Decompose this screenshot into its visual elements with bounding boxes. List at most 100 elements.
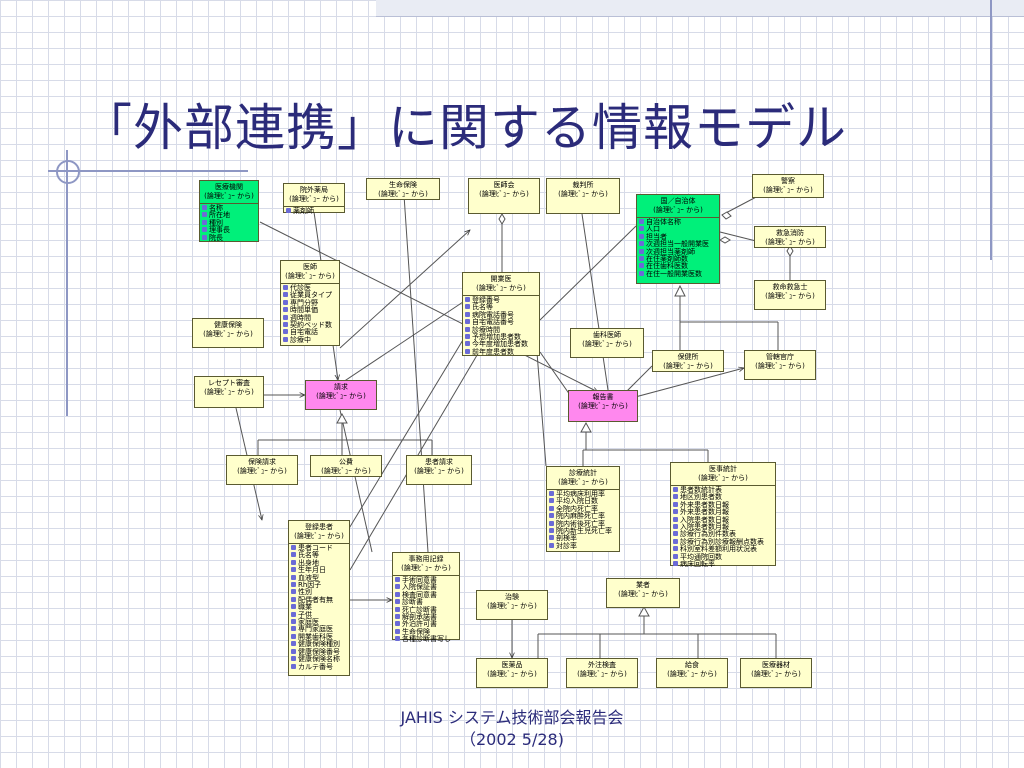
class-attribute: 健康保険種別	[291, 641, 347, 648]
class-attribute: 院内術後死亡率	[549, 520, 617, 528]
assoc-line	[403, 194, 429, 553]
class-attribute: 地区別患者数	[673, 494, 773, 501]
aggregation-diamond	[721, 211, 732, 220]
class-stereotype: (論理ﾋﾞｭｰ から)	[637, 206, 719, 218]
class-attribute: 平均入院日数	[549, 498, 617, 505]
class-stereotype: (論理ﾋﾞｭｰ から)	[765, 292, 815, 300]
assoc-line	[339, 409, 373, 553]
class-attribute: 前年度患者数	[465, 348, 537, 356]
attribute-label: 診療中	[290, 335, 311, 344]
class-name: 診療統計	[569, 469, 597, 477]
class-name: 医師	[303, 263, 317, 271]
class-stereotype: (論理ﾋﾞｭｰ から)	[671, 474, 775, 486]
class-attribute: 手術同意書	[395, 576, 457, 584]
attribute-label: 院内新生児死亡率	[556, 527, 612, 536]
attribute-label: 健康保険名称	[298, 655, 340, 664]
class-name: 患者請求	[425, 458, 453, 466]
class-attribute: 診療行為別件数表	[673, 531, 773, 538]
attribute-icon	[549, 505, 554, 511]
assoc-line	[259, 221, 598, 393]
attribute-label: 契約ベッド数	[290, 321, 332, 330]
attribute-label: 在住歯科医数	[646, 262, 688, 271]
class-hokensho: 保健所 (論理ﾋﾞｭｰ から)	[652, 350, 724, 372]
attribute-icon	[673, 553, 678, 559]
attribute-label: 平均病床利用率	[556, 490, 605, 498]
attribute-label: 専門分野	[290, 298, 318, 307]
footer-line-2: （2002 5/28)	[460, 730, 564, 749]
class-name: 保険請求	[248, 458, 276, 466]
assoc-line	[581, 213, 609, 391]
attribute-label: 患者コード	[298, 544, 333, 552]
attribute-icon	[202, 219, 207, 225]
class-name: 医師会	[493, 181, 515, 189]
assoc-line	[341, 319, 476, 541]
aggregation-diamond	[719, 236, 731, 244]
attribute-icon	[465, 311, 470, 317]
class-kankatsu: 管轄官庁 (論理ﾋﾞｭｰ から)	[744, 350, 816, 380]
class-kouhi: 公費 (論理ﾋﾞｭｰ から)	[310, 455, 382, 477]
class-seimei-hoken: 生命保険 (論理ﾋﾞｭｰ から)	[366, 178, 440, 200]
class-kyushoku: 給食 (論理ﾋﾞｭｰ から)	[656, 658, 728, 688]
class-attribute: 死亡診断書	[395, 606, 457, 614]
class-attribute: 所在地	[202, 212, 256, 219]
attribute-icon	[291, 656, 296, 662]
attribute-label: 生年月日	[298, 566, 326, 575]
attribute-label: 名称	[209, 204, 223, 212]
assoc-line	[719, 231, 761, 243]
class-stereotype: (論理ﾋﾞｭｰ から)	[289, 532, 349, 544]
class-stereotype: (論理ﾋﾞｭｰ から)	[393, 564, 459, 576]
attribute-label: 専門家庭医	[298, 625, 333, 634]
class-attribute: 剖検率	[549, 535, 617, 542]
class-attribute: 健康保険番号	[291, 648, 347, 656]
attribute-icon	[549, 498, 554, 504]
attribute-icon	[202, 234, 207, 240]
class-attribute: 配偶者有無	[291, 596, 347, 604]
class-ishi: 医師 (論理ﾋﾞｭｰ から) 代診医従業員タイプ専門分野時間単価週時間契約ベッド…	[280, 260, 340, 346]
relationship-lines	[235, 194, 794, 700]
attribute-label: 入院保証書	[402, 583, 437, 592]
class-attribute: 平均通院回数	[673, 553, 773, 561]
class-attribute: 出身地	[291, 559, 347, 567]
class-attribute: 自治体名称	[639, 218, 717, 226]
attribute-icon	[465, 334, 470, 340]
class-attribute: 外来患者数月報	[673, 509, 773, 516]
attribute-icon	[465, 341, 470, 347]
class-attribute: 契約ベッド数	[283, 321, 337, 330]
attribute-label: カルテ番号	[298, 662, 333, 671]
class-attribute: 診断書	[395, 599, 457, 606]
attribute-label: 院内麻酔死亡率	[556, 512, 605, 521]
attribute-icon	[291, 633, 296, 639]
attribute-label: 薬剤師	[293, 207, 314, 215]
class-name: 開業医	[490, 275, 512, 283]
class-attribute: 次週担当薬剤師	[639, 248, 717, 256]
class-hokokusho: 報告書 (論理ﾋﾞｭｰ から)	[568, 390, 638, 422]
attribute-label: 担当者	[646, 232, 667, 241]
class-attribute: 職業	[291, 604, 347, 611]
top-decoration-band	[376, 0, 1024, 17]
attribute-icon	[283, 322, 288, 328]
attribute-label: 従業員タイプ	[290, 291, 332, 300]
class-stereotype: (論理ﾋﾞｭｰ から)	[755, 362, 805, 370]
attribute-icon	[673, 501, 678, 507]
class-seikyu: 請求 (論理ﾋﾞｭｰ から)	[305, 380, 377, 410]
attribute-icon	[639, 248, 644, 254]
class-attribute: 診療時間	[465, 326, 537, 334]
class-attribute: 子供	[291, 611, 347, 619]
attribute-icon	[202, 205, 207, 210]
class-stereotype: (論理ﾋﾞｭｰ から)	[203, 330, 253, 338]
class-iji-tokei: 医事統計 (論理ﾋﾞｭｰ から) 患者数統計表地区別患者数外来患者数日報外来患者…	[670, 462, 776, 568]
class-attribute: 外泊許可書	[395, 621, 457, 628]
attribute-icon	[639, 233, 644, 239]
attribute-icon	[291, 626, 296, 632]
decoration-circle-icon	[56, 160, 80, 184]
class-stereotype: (論理ﾋﾞｭｰ から)	[284, 195, 344, 207]
class-stereotype: (論理ﾋﾞｭｰ から)	[547, 478, 619, 490]
attribute-icon	[291, 552, 296, 558]
class-attribute: 理事長	[202, 227, 256, 234]
attribute-icon	[395, 584, 400, 590]
attribute-label: 地区別患者数	[680, 493, 722, 502]
attribute-icon	[395, 614, 400, 620]
attribute-label: 在住薬剤師数	[646, 255, 688, 264]
attribute-label: 所在地	[209, 211, 230, 220]
